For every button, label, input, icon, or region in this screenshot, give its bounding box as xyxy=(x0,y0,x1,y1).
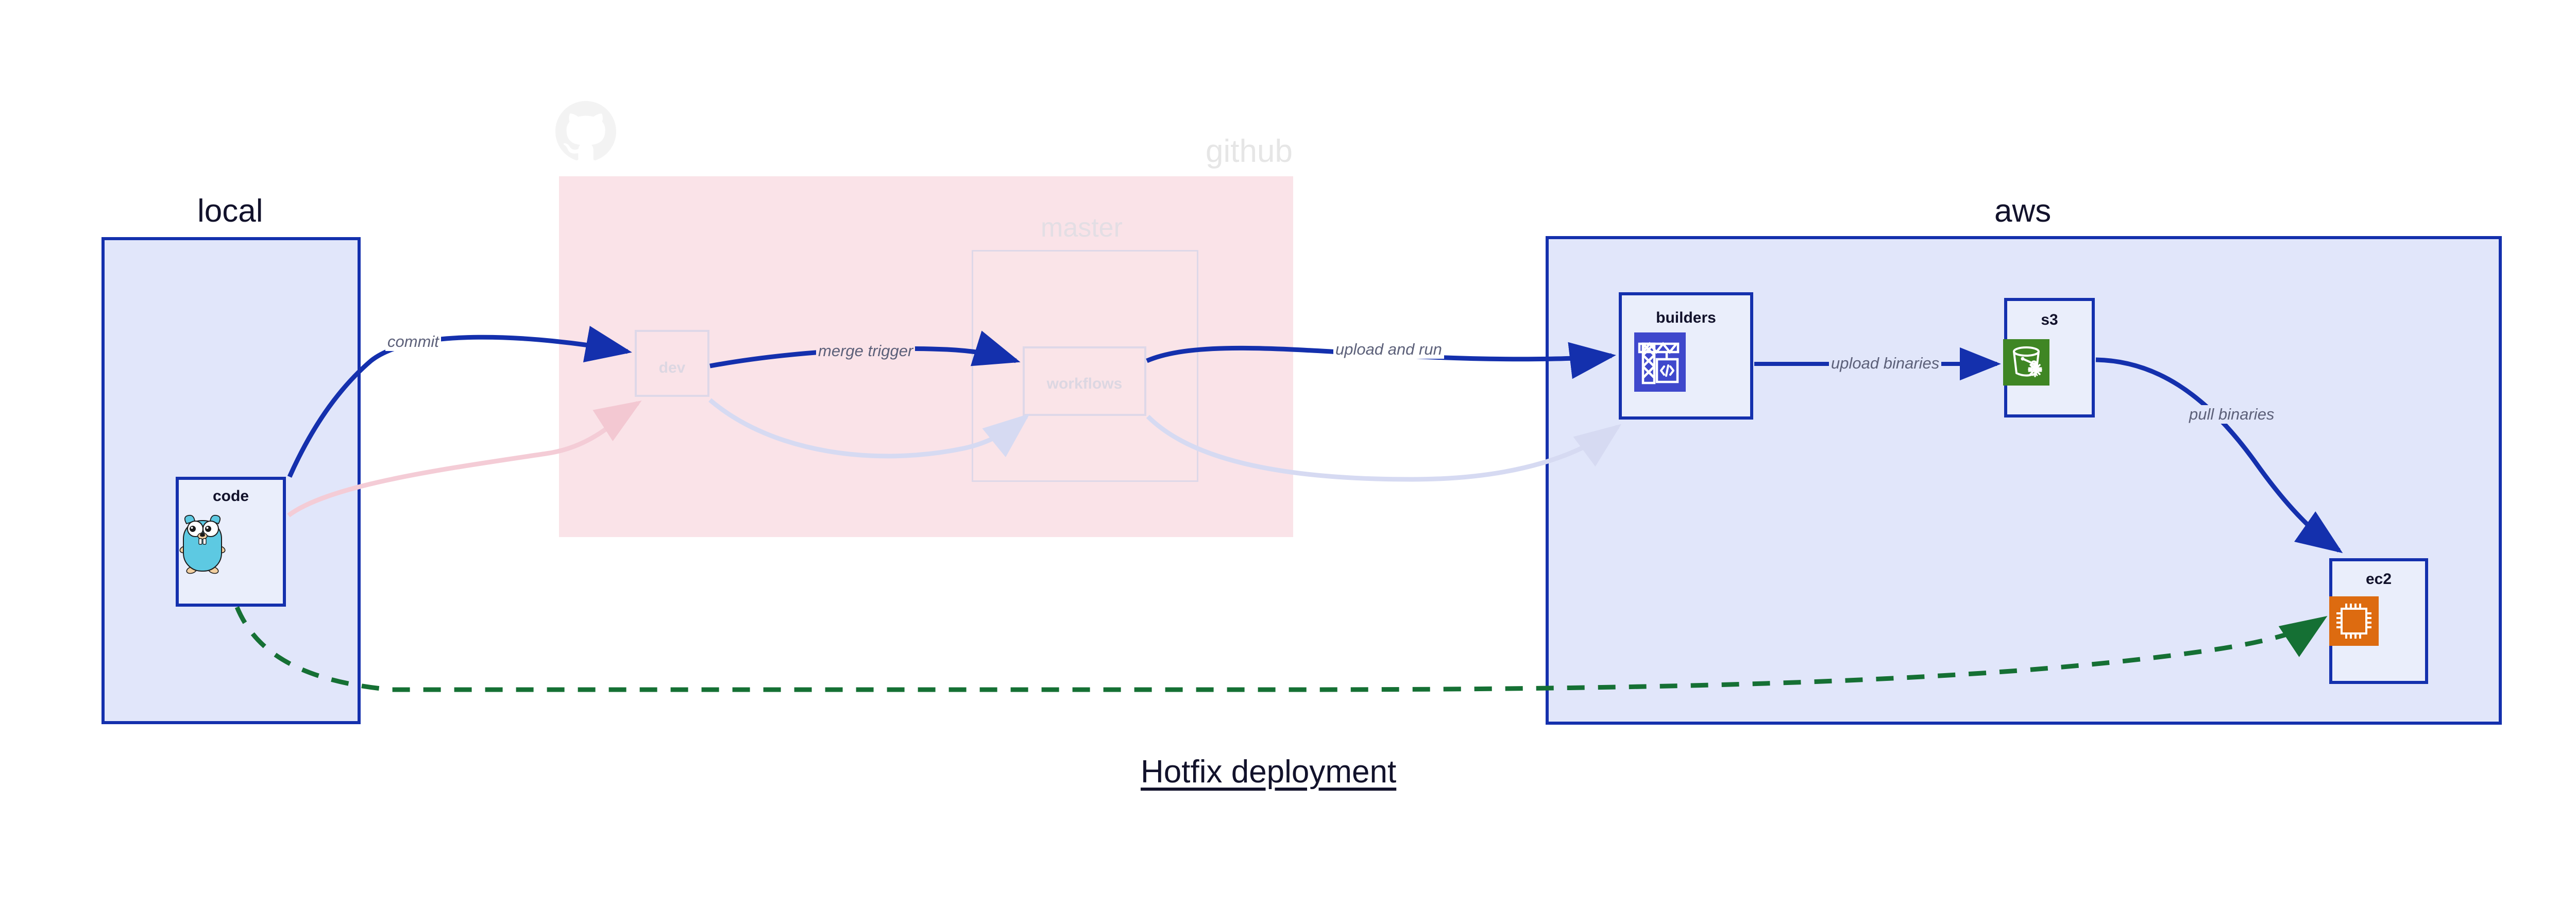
diagram-caption: Hotfix deployment xyxy=(1141,754,1397,790)
aws-s3-bucket-glacier-icon xyxy=(2003,339,2049,386)
node-workflows[interactable] xyxy=(1023,346,1146,416)
go-gopher-icon xyxy=(174,510,231,577)
edge-label-upload-and-run: upload and run xyxy=(1333,340,1444,359)
edge-label-commit: commit xyxy=(385,332,441,351)
node-dev-label: dev xyxy=(658,359,686,376)
zone-github-label: github xyxy=(1206,133,1293,169)
zone-master-label: master xyxy=(1041,213,1123,243)
edge-label-pull-binaries: pull binaries xyxy=(2187,405,2277,424)
node-builders-label: builders xyxy=(1656,309,1716,326)
edge-label-upload-binaries: upload binaries xyxy=(1829,354,1942,373)
zone-local-label: local xyxy=(197,193,263,229)
node-code-label: code xyxy=(212,488,249,505)
edge-label-merge-trigger: merge trigger xyxy=(816,342,916,360)
aws-codebuild-crane-icon xyxy=(1634,332,1686,392)
aws-ec2-chip-icon xyxy=(2329,596,2379,646)
node-dev[interactable] xyxy=(635,330,709,397)
github-octocat-logo-icon xyxy=(555,101,616,162)
node-ec2-label: ec2 xyxy=(2365,571,2392,588)
zone-aws-label: aws xyxy=(1994,193,2052,229)
node-workflows-label: workflows xyxy=(1046,375,1123,392)
node-s3-label: s3 xyxy=(2041,311,2058,328)
